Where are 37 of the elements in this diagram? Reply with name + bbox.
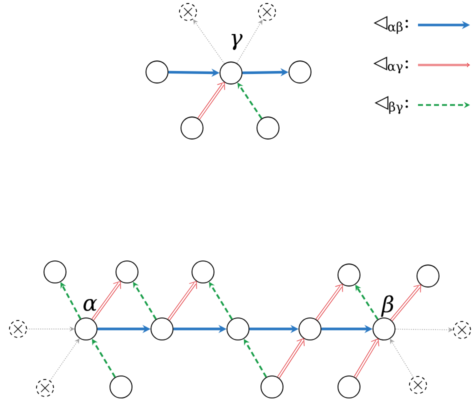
arrow (168, 280, 197, 321)
node-circle (146, 60, 168, 84)
crossed-circle (409, 376, 427, 394)
node-circle (338, 264, 360, 286)
node-circle (116, 260, 138, 284)
node-circle (256, 116, 280, 140)
legend-label: ◁$_{αγ}$: (373, 56, 408, 74)
node-circle (192, 260, 214, 284)
node-circle (298, 318, 322, 340)
crossed-circle (9, 320, 27, 338)
crossed-circle (453, 321, 471, 339)
node-circle (416, 264, 440, 288)
legend-label: ◁$_{βγ}$: (374, 96, 408, 114)
node-circle (150, 318, 174, 340)
node-label: γ (232, 34, 243, 50)
node-circle (260, 376, 284, 398)
node-circle (110, 376, 132, 398)
node-label: β (380, 295, 394, 317)
arrow (92, 280, 121, 321)
arrow (316, 284, 343, 321)
node-circle (372, 318, 396, 340)
arrow (198, 82, 225, 120)
node-circle (180, 116, 204, 140)
node-circle (338, 376, 360, 398)
crossed-circle (179, 3, 197, 21)
node-circle (226, 318, 250, 340)
legend-label: ◁$_{αβ}$: (374, 16, 408, 34)
node-circle (288, 60, 312, 84)
node-circle (44, 260, 66, 284)
node-circle (220, 62, 242, 84)
arrow (277, 338, 305, 378)
node-label: α (84, 299, 97, 311)
node-circle (74, 318, 98, 340)
arrow (390, 284, 422, 322)
arrow (354, 338, 380, 378)
crossed-circle (36, 379, 54, 397)
crossed-circle (258, 3, 276, 21)
